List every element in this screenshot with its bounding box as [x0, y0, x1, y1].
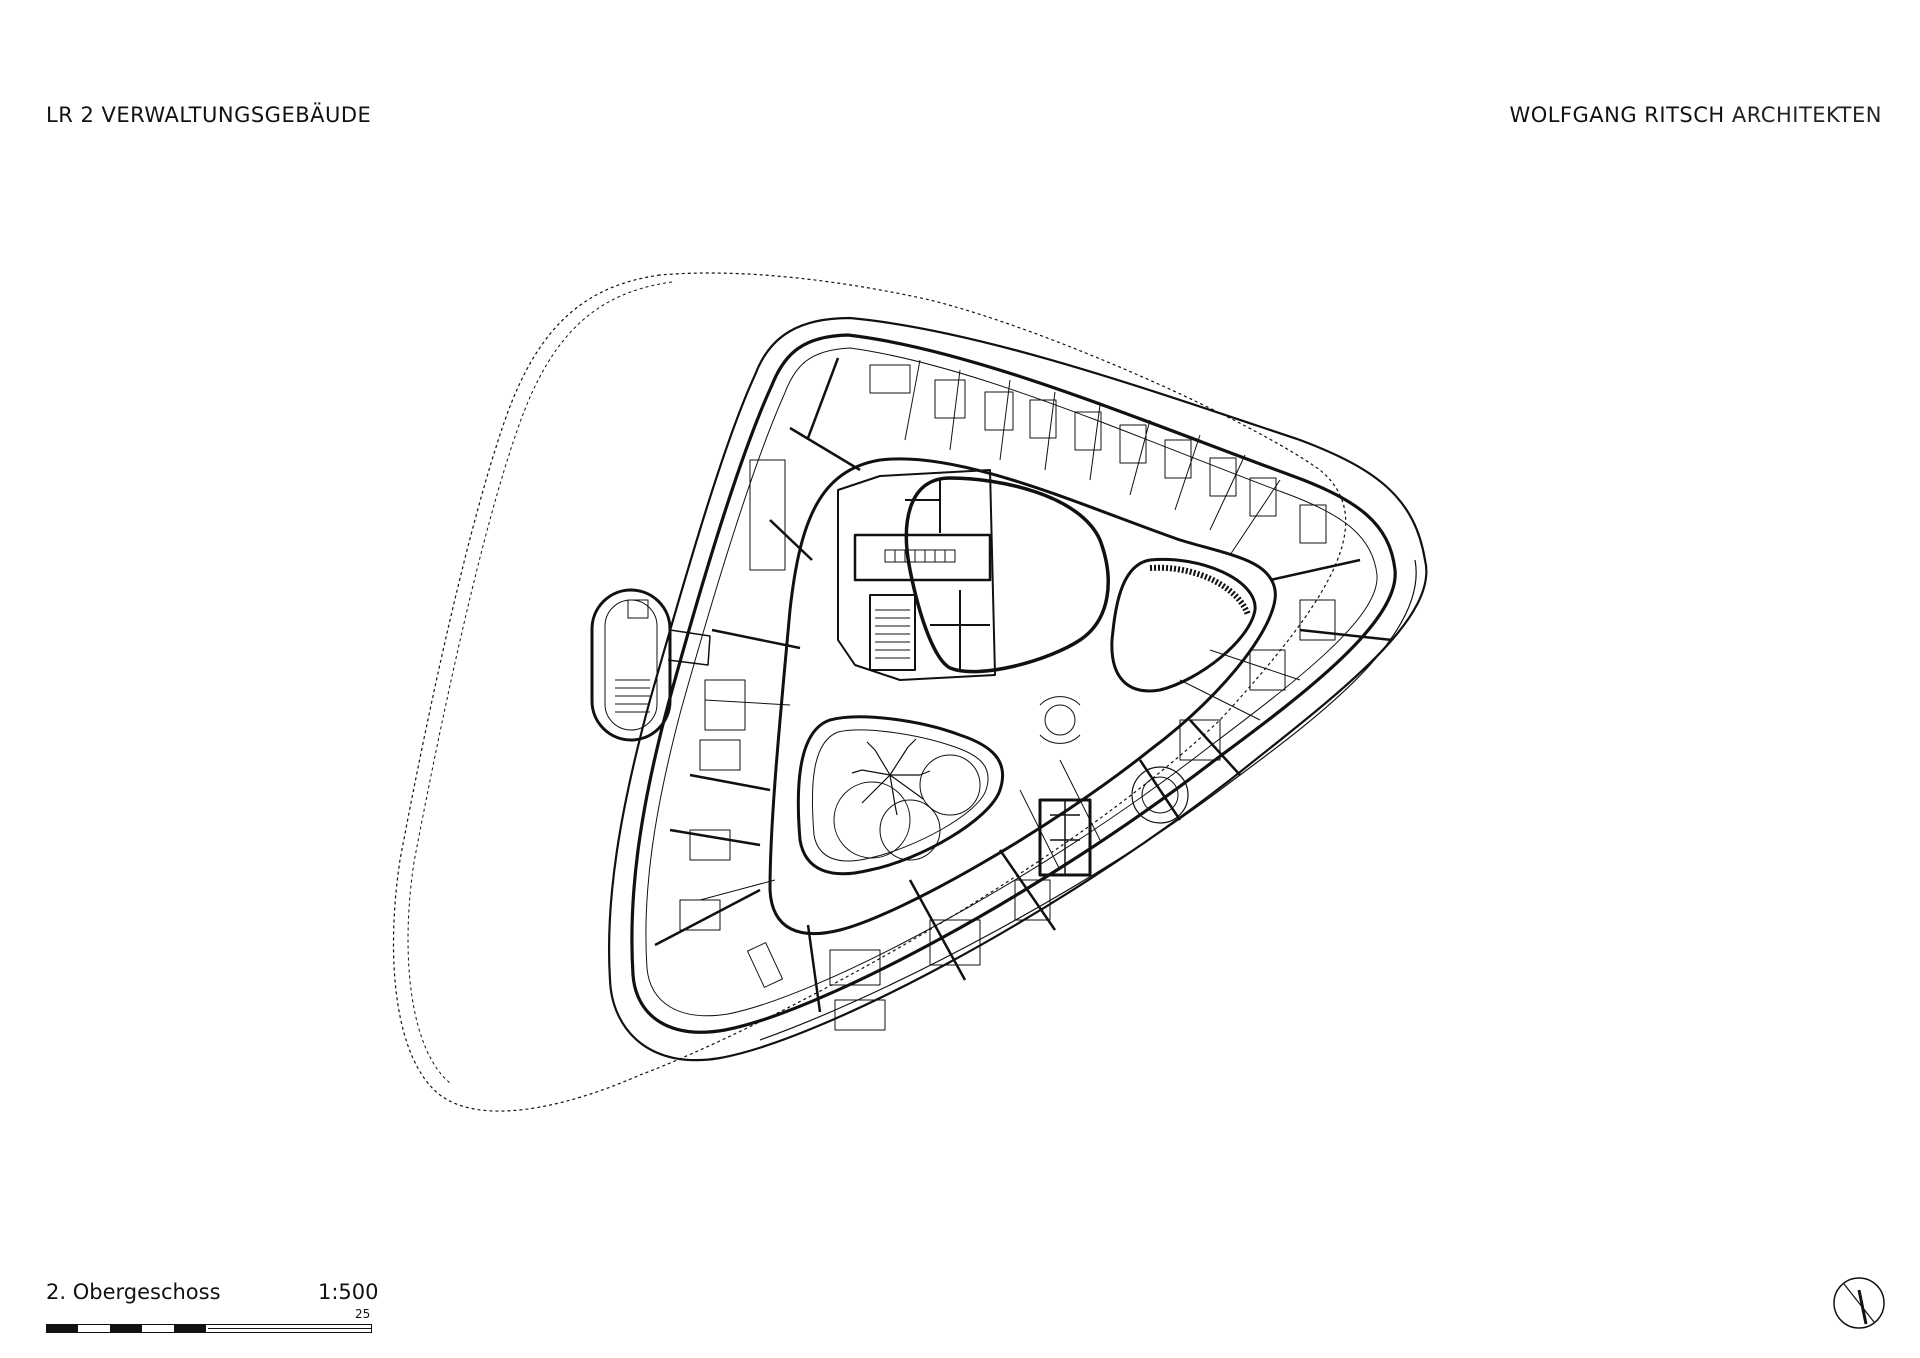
tree-icon: [851, 738, 931, 816]
core-stair-2: [869, 594, 916, 671]
atrium: [904, 476, 1110, 674]
core: [837, 469, 996, 681]
site-outline: [392, 272, 1347, 1112]
stair-tower: [590, 588, 672, 742]
bridge: [667, 629, 711, 666]
scale-bar: [46, 1324, 372, 1333]
office-partitions: [654, 357, 1393, 1013]
meeting-table: [1131, 766, 1189, 824]
circular-bench: [1044, 704, 1076, 736]
outer-slab: [607, 316, 1428, 1062]
north-arrow-icon: [1833, 1277, 1885, 1329]
site-outline-inner: [407, 281, 673, 1084]
floor-label: 2. Obergeschoss: [46, 1280, 221, 1304]
tree-courtyard: [796, 715, 1005, 876]
facade-inner: [645, 347, 1378, 1017]
scale-bar-label: 25: [355, 1307, 371, 1321]
spiral-stair: [1149, 564, 1251, 617]
office-name-main: WOLFGANG RITSCH: [1509, 103, 1725, 127]
desks: [679, 364, 1336, 1031]
scale-label: 1:500: [318, 1280, 379, 1304]
office-name-suffix: ARCHITEKTEN: [1731, 103, 1882, 127]
corridor-wall: [768, 457, 1277, 936]
outer-slab-edge: [759, 559, 1417, 1041]
office-name: WOLFGANG RITSCH ARCHITEKTEN: [1509, 103, 1882, 127]
void-stair: [1110, 557, 1257, 693]
office-partitions-thin: [699, 359, 1301, 901]
core-stair-1: [853, 533, 992, 582]
project-title: LR 2 VERWALTUNGSGEBÄUDE: [46, 103, 372, 127]
facade: [630, 333, 1397, 1034]
